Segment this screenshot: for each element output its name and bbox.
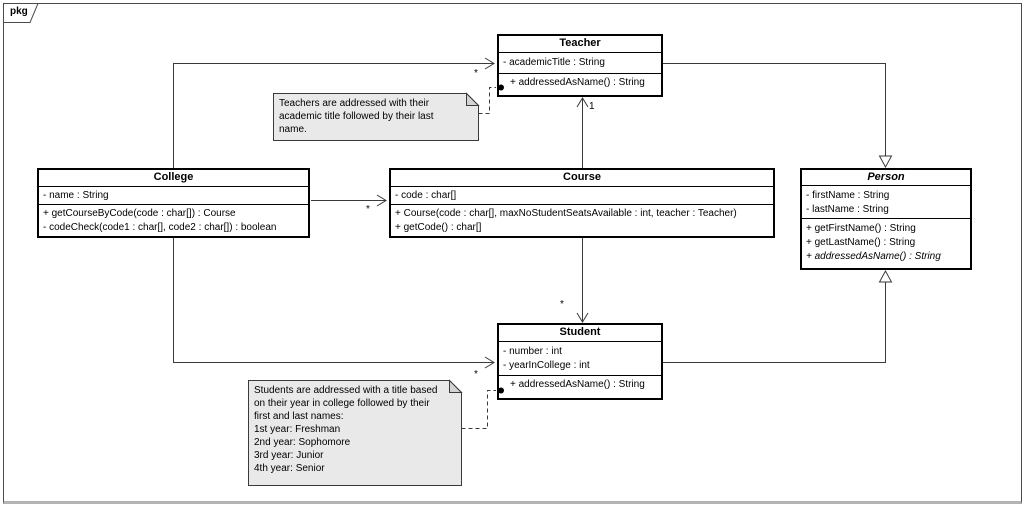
note-teachers-text: Teachers are addressed with their academ… bbox=[279, 98, 434, 135]
note-attachment-student[interactable] bbox=[461, 390, 497, 429]
operation-line: - codeCheck(code1 : char[], code2 : char… bbox=[43, 222, 277, 233]
note-teachers-shape[interactable] bbox=[273, 92, 480, 141]
open-arrowhead bbox=[484, 57, 495, 70]
operation-line: + getCode() : char[] bbox=[395, 222, 482, 233]
class-title-person: Person bbox=[802, 170, 970, 186]
operation-line: + Course(code : char[], maxNoStudentSeat… bbox=[395, 208, 737, 219]
open-arrowhead bbox=[576, 97, 589, 108]
association-course-student[interactable] bbox=[576, 238, 589, 323]
note-students-text: Students are addressed with a title base… bbox=[254, 385, 438, 474]
attribute-line: - lastName : String bbox=[806, 204, 889, 215]
operation-line: + addressedAsName() : String bbox=[510, 77, 645, 88]
class-box-course[interactable]: Course - code : char[] + Course(code : c… bbox=[389, 168, 775, 238]
attribute-line: - firstName : String bbox=[806, 190, 890, 201]
package-tab-label: pkg bbox=[10, 6, 28, 17]
multiplicity-college-teacher: * bbox=[474, 68, 478, 79]
multiplicity-course-student: * bbox=[560, 299, 564, 310]
class-title-college: College bbox=[39, 170, 308, 187]
operation-line: + addressedAsName() : String bbox=[510, 379, 645, 390]
operation-line: + getCourseByCode(code : char[]) : Cours… bbox=[43, 208, 236, 219]
note-fold-corner bbox=[466, 92, 480, 106]
package-tab bbox=[3, 3, 39, 23]
class-box-college[interactable]: College - name : String + getCourseByCod… bbox=[37, 168, 310, 238]
open-arrowhead bbox=[576, 312, 589, 323]
hollow-triangle-arrowhead bbox=[878, 155, 893, 169]
class-box-teacher[interactable]: Teacher - academicTitle : String + addre… bbox=[497, 34, 663, 97]
generalization-teacher-person[interactable] bbox=[663, 63, 893, 169]
attribute-line: - yearInCollege : int bbox=[503, 360, 590, 371]
attribute-line: - number : int bbox=[503, 346, 562, 357]
association-college-course[interactable] bbox=[311, 194, 387, 207]
operation-line: + getFirstName() : String bbox=[806, 223, 916, 234]
generalization-student-person[interactable] bbox=[663, 269, 893, 363]
class-box-student[interactable]: Student - number : int - yearInCollege :… bbox=[497, 323, 663, 400]
association-college-student[interactable] bbox=[173, 238, 495, 369]
operation-line-abstract: + addressedAsName() : String bbox=[806, 251, 941, 262]
note-students-shape[interactable] bbox=[248, 379, 463, 486]
note-attachment-teacher[interactable] bbox=[478, 87, 497, 114]
class-title-student: Student bbox=[499, 325, 661, 342]
class-title-course: Course bbox=[391, 170, 773, 187]
note-fold-corner bbox=[449, 379, 463, 393]
operation-line: + getLastName() : String bbox=[806, 237, 916, 248]
attribute-line: - academicTitle : String bbox=[503, 57, 605, 68]
note-anchor-bullet-student bbox=[498, 387, 504, 394]
hollow-triangle-arrowhead bbox=[878, 269, 893, 283]
association-college-teacher[interactable] bbox=[173, 57, 495, 168]
class-box-person[interactable]: Person - firstName : String - lastName :… bbox=[800, 168, 972, 270]
note-anchor-bullet-teacher bbox=[498, 84, 504, 91]
open-arrowhead bbox=[484, 356, 495, 369]
multiplicity-course-teacher: 1 bbox=[589, 101, 595, 112]
attribute-line: - name : String bbox=[43, 190, 109, 201]
attribute-line: - code : char[] bbox=[395, 190, 457, 201]
multiplicity-college-course: * bbox=[366, 204, 370, 215]
association-course-teacher[interactable] bbox=[576, 97, 589, 168]
class-title-teacher: Teacher bbox=[499, 36, 661, 53]
multiplicity-college-student: * bbox=[474, 369, 478, 380]
open-arrowhead bbox=[376, 194, 387, 207]
